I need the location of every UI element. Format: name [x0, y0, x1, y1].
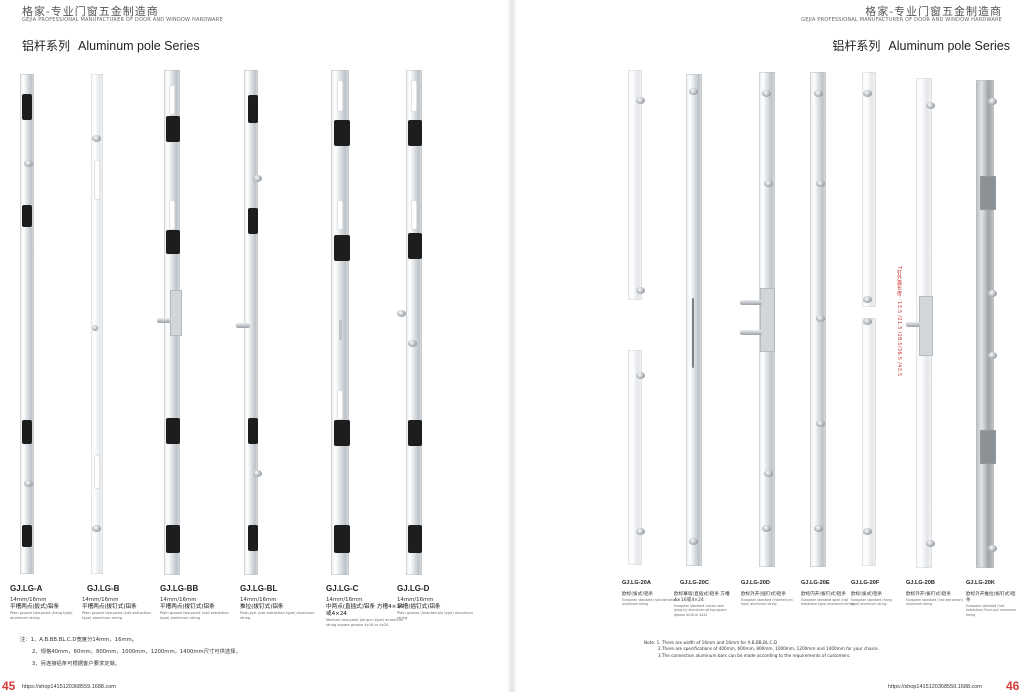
- product-desc: 14mm/16mm 平槽(插钉式)铝条 Plain groove (insert…: [397, 597, 475, 621]
- product-desc: 14mm/16mm 平槽两点(拔钉式)铝条 Plain groove two-p…: [160, 597, 238, 621]
- note-line: 3、另连接铝条可根据客户要求定做。: [32, 661, 121, 667]
- product-name-en: Medium two-point (plug-in type) aluminum…: [326, 618, 404, 627]
- product-desc: 欧标外开(拔钉式)铝条 European standard (nail extr…: [906, 592, 964, 607]
- series-title-cn: 铝杆系列: [832, 39, 881, 53]
- t-pin-length-label: T钉外露长度：13.5 /21.5 /28.5/36.5 /43.5: [896, 266, 902, 377]
- product-name-cn: 平槽两点(扳式)铝条: [10, 604, 60, 610]
- note-line: 3.The connection aluminum bars can be ma…: [658, 652, 851, 658]
- product-name-cn: 欧标外开(插钉式)铝条: [741, 592, 786, 597]
- product-code: GJ.LG-D: [397, 584, 430, 593]
- product-code: GJ.LG-20D: [741, 580, 770, 586]
- product-spec: 14mm/16mm: [10, 597, 47, 603]
- series-title: 铝杆系列 Aluminum pole Series: [22, 37, 200, 54]
- brand-name-en: GEJIA PROFESSIONAL MANUFACTURER OF DOOR …: [22, 17, 223, 23]
- product-desc: 欧标(拔式)铝条 European standard (hang type) a…: [851, 592, 897, 607]
- product-name-cn: 平槽两点(拔钉式)铝条: [160, 604, 215, 610]
- product-name-cn: 欧标幕墙(直插式)铝条 方槽4×16或4×24: [674, 592, 730, 603]
- note-line: 注：1、A.B.BB.BL.C.D宽度分14mm，16mm。: [20, 637, 138, 643]
- product-code: GJ.LG-20B: [906, 580, 935, 586]
- product-code: GJ.LG-BL: [240, 584, 278, 593]
- product-code: GJ.LG-20K: [966, 580, 995, 586]
- product-name-cn: 平槽(插钉式)铝条: [397, 604, 441, 610]
- notes-left: 注：1、A.B.BB.BL.C.D宽度分14mm，16mm。 2、规格40mm，…: [20, 634, 241, 670]
- product-name-en: European standard (hang type) aluminum s…: [851, 598, 892, 607]
- product-code: GJ.LG-20F: [851, 580, 880, 586]
- product-desc: 欧标外开(插钉式)铝条 European standard (inserted …: [741, 592, 799, 607]
- brand-name-en: GEJIA PROFESSIONAL MANUFACTURER OF DOOR …: [801, 17, 1002, 23]
- series-title-en: Aluminum pole Series: [888, 39, 1010, 53]
- product-name-en: European standard (nail extraction) alum…: [906, 598, 963, 607]
- product-name-en: Plain groove two-point (nail extraction …: [160, 611, 229, 620]
- product-name-en: European standard (nail extraction) Push…: [966, 604, 1016, 617]
- product-desc: 14mm/16mm 平槽两点(拔钉式)铝条 Plain groove two-p…: [82, 597, 160, 621]
- product-name-cn: 欧标内开(拔钉式)铝条: [801, 592, 846, 597]
- note-line: 2、规格40mm，60mm，800mm，1000mm，1200mm，1400mm…: [32, 649, 241, 655]
- series-title: 铝杆系列 Aluminum pole Series: [832, 37, 1010, 54]
- note-line: 2.There are specifications of 400mm, 600…: [658, 646, 879, 652]
- product-code: GJ.LG-A: [10, 584, 43, 593]
- product-code: GJ.LG-20C: [680, 580, 709, 586]
- product-spec: 14mm/16mm: [240, 597, 277, 603]
- product-name-en: European standard open (nail extraction …: [801, 598, 854, 607]
- product-spec: 14mm/16mm: [397, 597, 434, 603]
- product-name-cn: 欧标(拔式)铝条: [851, 592, 883, 597]
- product-code: GJ.LG-BB: [160, 584, 199, 593]
- product-name-cn: 欧标(拔式)铝条: [622, 592, 654, 597]
- product-name-en: Plain groove two-point (hang type) alumi…: [10, 611, 73, 620]
- product-desc: 14mm/16mm 中两点(直插式)铝条 方槽4×16或4×24 Medium …: [326, 597, 404, 628]
- product-desc: 欧标外开推拉(拔钉式)铝条 European standard (nail ex…: [966, 592, 1018, 617]
- product-name-cn: 推拉(拔钉式)铝条: [240, 604, 284, 610]
- product-spec: 14mm/16mm: [326, 597, 363, 603]
- product-code: GJ.LG-B: [87, 584, 120, 593]
- product-desc: 14mm/16mm 平槽两点(扳式)铝条 Plain groove two-po…: [10, 597, 88, 621]
- product-name-en: European standard (inserted pin type) al…: [741, 598, 793, 607]
- notes-right: Note: 1. There are width of 16mm and 16m…: [644, 640, 879, 659]
- product-desc: 欧标幕墙(直插式)铝条 方槽4×16或4×24 European standar…: [674, 592, 732, 617]
- product-code: GJ.LG-C: [326, 584, 359, 593]
- product-name-en: Plain groove two-point (nail extraction …: [82, 611, 151, 620]
- product-name-cn: 欧标外开推拉(拔钉式)铝条: [966, 592, 1016, 603]
- product-name-cn: 中两点(直插式)铝条 方槽4×16或4×24: [326, 604, 404, 617]
- product-spec: 14mm/16mm: [160, 597, 197, 603]
- product-name-cn: 平槽两点(拔钉式)铝条: [82, 604, 137, 610]
- shop-url[interactable]: https://shop1415120368559.1688.com: [22, 684, 116, 690]
- product-name-en: European standard curtain wall (plug-in)…: [674, 604, 727, 617]
- page-number: 46: [1006, 679, 1020, 693]
- series-title-cn: 铝杆系列: [22, 39, 71, 53]
- page-gutter: [506, 0, 518, 692]
- product-desc: 欧标内开(拔钉式)铝条 European standard open (nail…: [801, 592, 859, 607]
- brand-name-cn: 格家-专业门窗五金制造商: [865, 5, 1002, 18]
- product-name-en: European standard (nail extraction) alum…: [622, 598, 679, 607]
- product-desc: 欧标(拔式)铝条 European standard (nail extract…: [622, 592, 680, 607]
- product-name-en: Push-pull (nail extraction type) aluminu…: [240, 611, 315, 620]
- shop-url[interactable]: https://shop1415120368559.1688.com: [888, 684, 982, 690]
- product-name-cn: 欧标外开(拔钉式)铝条: [906, 592, 951, 597]
- note-line: Note: 1. There are width of 16mm and 16m…: [644, 640, 778, 645]
- series-title-en: Aluminum pole Series: [78, 39, 200, 53]
- product-desc: 14mm/16mm 推拉(拔钉式)铝条 Push-pull (nail extr…: [240, 597, 318, 621]
- product-name-en: Plain groove (inserted pin type) aluminu…: [397, 611, 473, 620]
- page-number: 45: [2, 679, 16, 693]
- product-spec: 14mm/16mm: [82, 597, 119, 603]
- product-code: GJ.LG-20A: [622, 580, 651, 586]
- product-code: GJ.LG-20E: [801, 580, 830, 586]
- brand-name-cn: 格家-专业门窗五金制造商: [22, 5, 159, 18]
